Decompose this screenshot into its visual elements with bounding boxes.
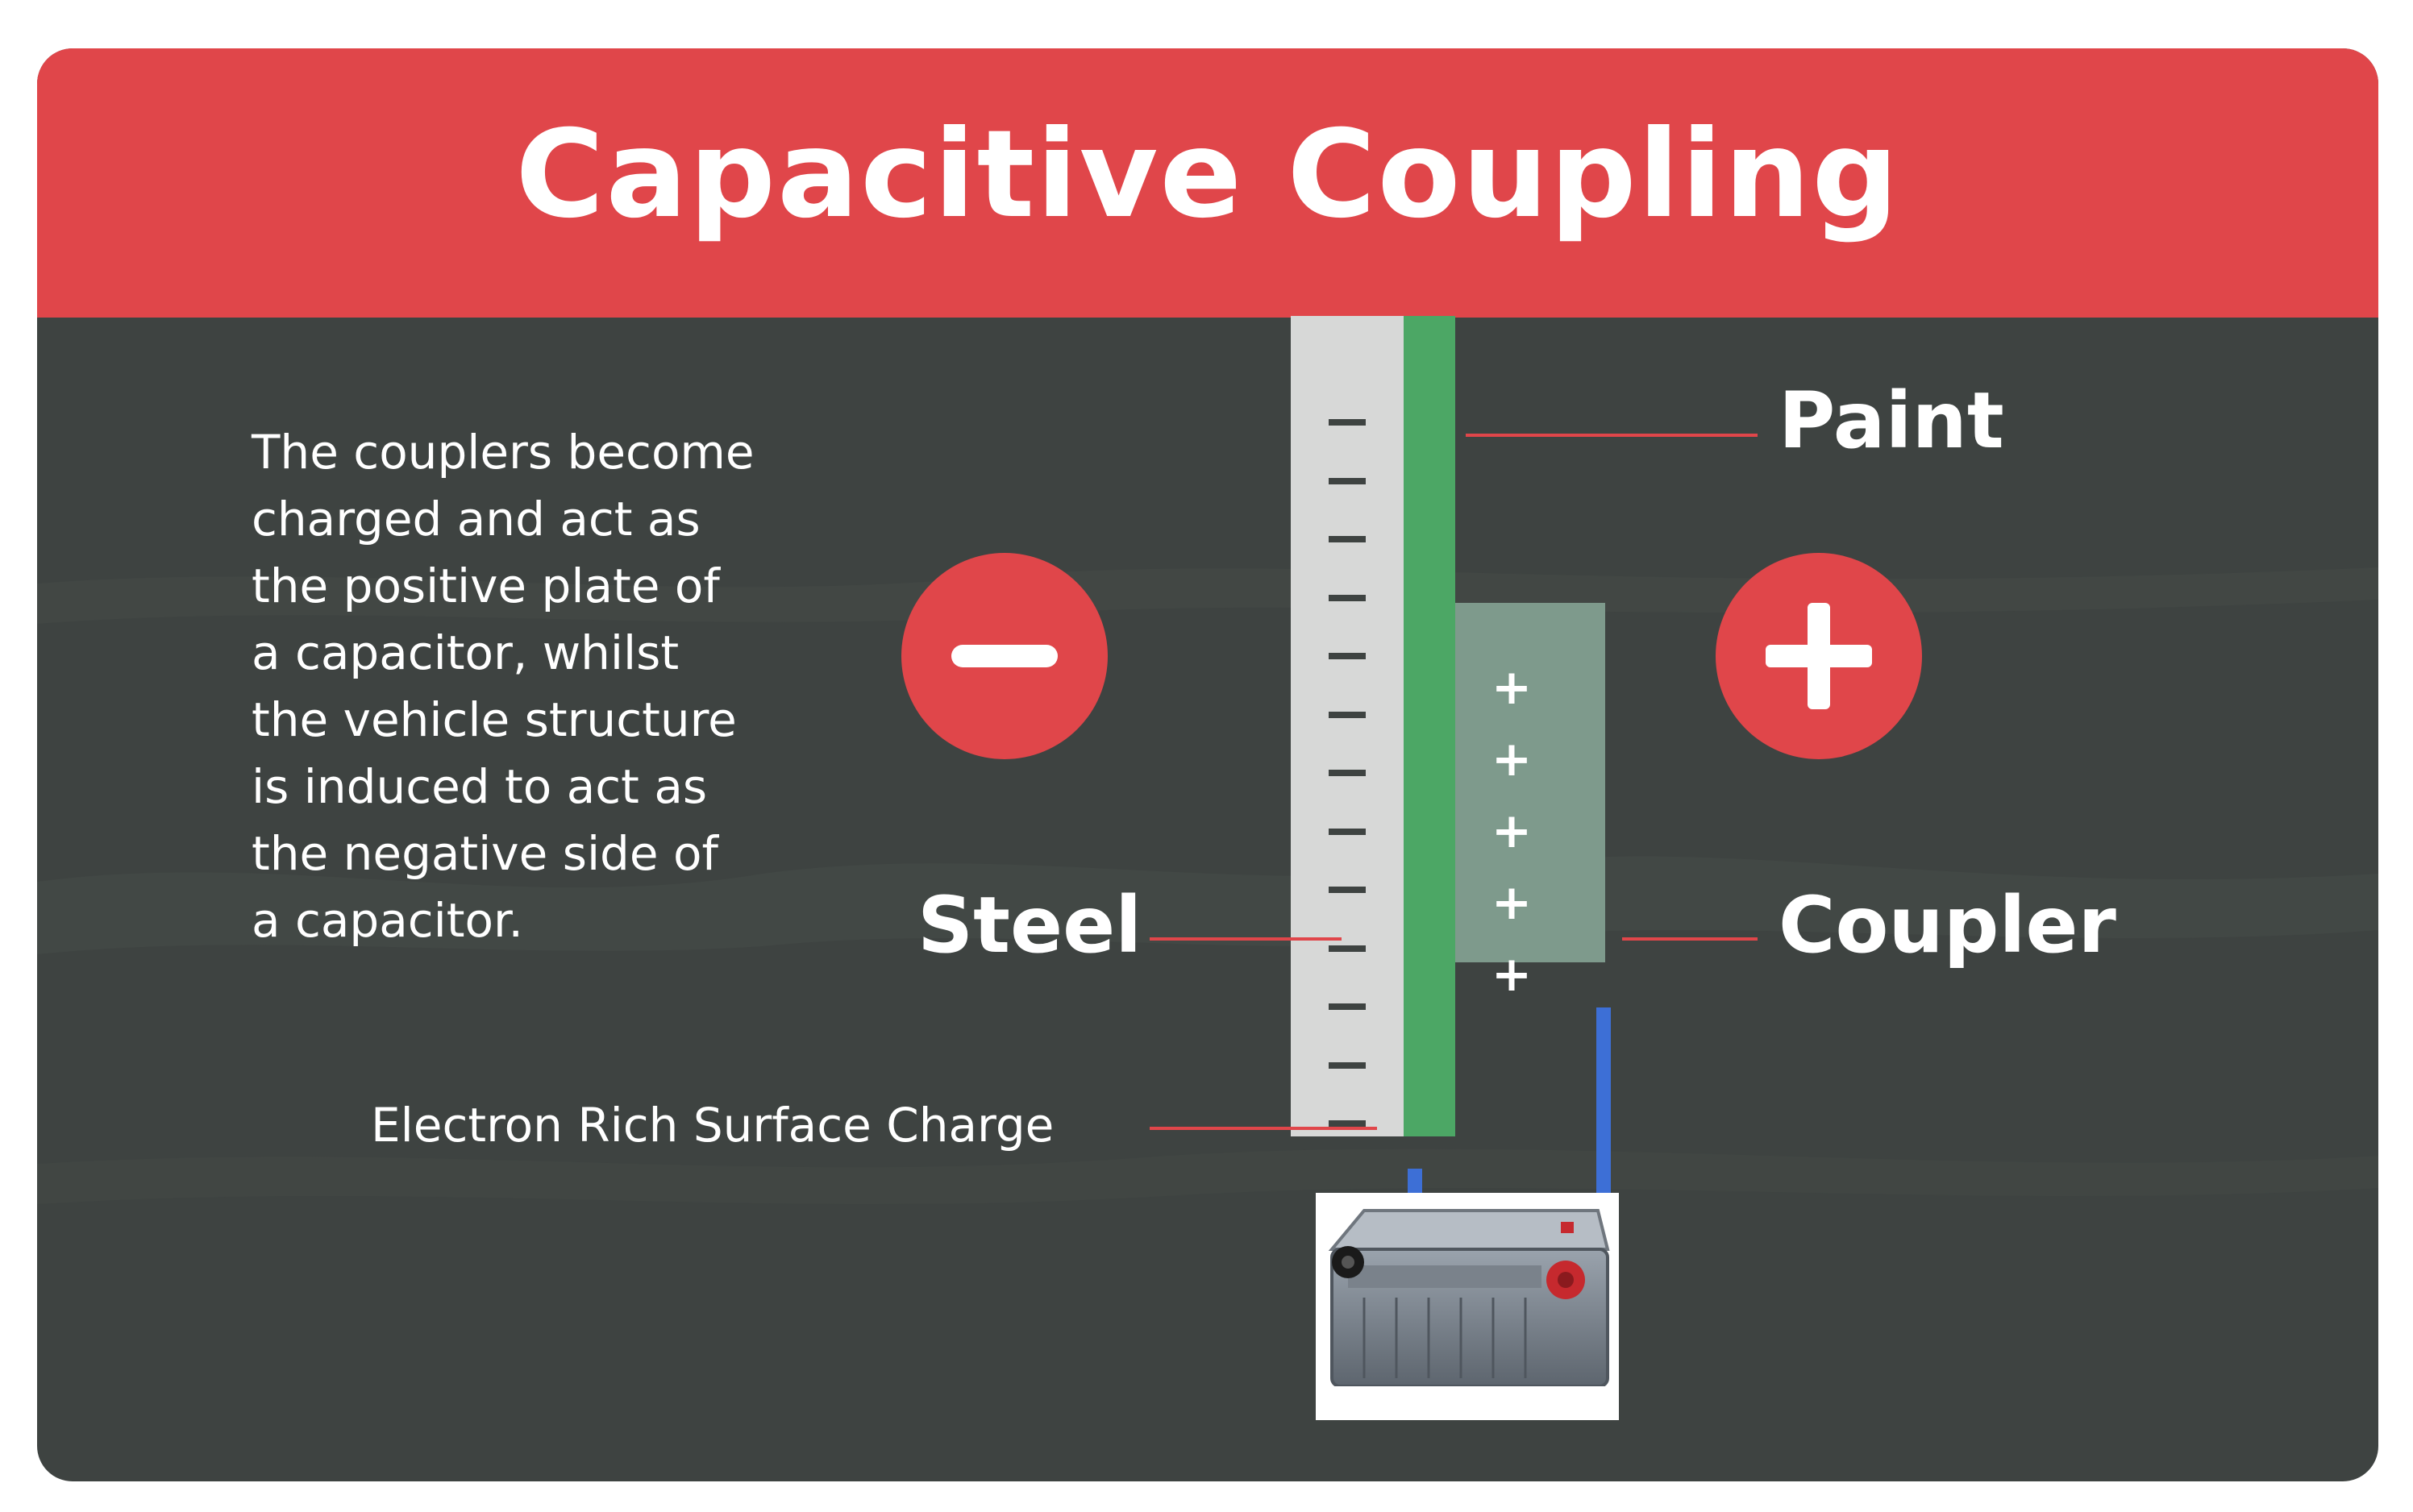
coupler-label: Coupler bbox=[1779, 880, 2116, 970]
car-battery-icon bbox=[1316, 1209, 1619, 1420]
electron-charge-mark bbox=[1329, 536, 1366, 542]
electron-charge-pointer-line bbox=[1150, 1127, 1377, 1130]
electron-charge-mark bbox=[1329, 419, 1366, 426]
electron-charge-mark bbox=[1329, 770, 1366, 776]
electron-charge-label: Electron Rich Surface Charge bbox=[371, 1098, 1055, 1153]
electron-charge-mark bbox=[1329, 945, 1366, 952]
positive-charge-mark: + bbox=[1491, 874, 1533, 931]
coupler-plate bbox=[1455, 603, 1605, 962]
positive-charge-mark: + bbox=[1491, 659, 1533, 716]
electron-charge-mark bbox=[1329, 711, 1366, 718]
steel-label: Steel bbox=[917, 880, 1142, 970]
paint-pointer-line bbox=[1466, 434, 1758, 437]
minus-icon bbox=[951, 645, 1058, 667]
battery-image bbox=[1316, 1193, 1619, 1420]
plus-icon bbox=[1766, 603, 1872, 709]
electron-charge-mark bbox=[1329, 1120, 1366, 1127]
paint-label: Paint bbox=[1779, 376, 2004, 466]
positive-charge-mark: + bbox=[1491, 803, 1533, 859]
positive-charge-mark: + bbox=[1491, 731, 1533, 787]
coupler-pointer-line bbox=[1622, 937, 1758, 941]
electron-charge-mark bbox=[1329, 887, 1366, 893]
header-bar: Capacitive Coupling bbox=[37, 48, 2378, 318]
page-title: Capacitive Coupling bbox=[515, 105, 1900, 245]
paint-layer bbox=[1404, 316, 1455, 1136]
steel-plate bbox=[1291, 316, 1404, 1136]
infographic-card: Capacitive Coupling The couplers become … bbox=[37, 48, 2378, 1481]
electron-charge-mark bbox=[1329, 1061, 1366, 1069]
electron-charge-mark bbox=[1329, 828, 1366, 835]
positive-charge-mark: + bbox=[1491, 946, 1533, 1003]
electron-charge-mark bbox=[1329, 653, 1366, 659]
description-text: The couplers become charged and act as t… bbox=[252, 425, 755, 948]
electron-charge-mark bbox=[1329, 477, 1366, 484]
electron-charge-mark bbox=[1329, 594, 1366, 601]
negative-terminal-circle bbox=[901, 553, 1108, 759]
steel-pointer-line bbox=[1150, 937, 1342, 941]
electron-charge-mark bbox=[1329, 1003, 1366, 1010]
positive-terminal-circle bbox=[1716, 553, 1922, 759]
